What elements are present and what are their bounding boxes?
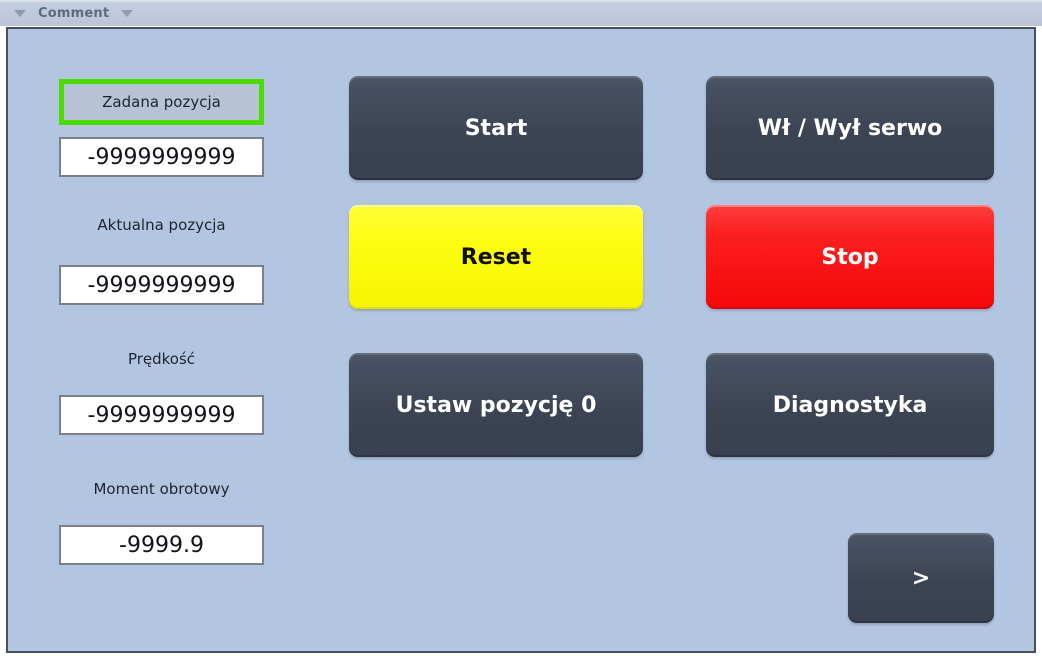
main-panel: Zadana pozycja -9999999999 Aktualna pozy…: [6, 27, 1036, 653]
value-zadana-pozycja[interactable]: -9999999999: [59, 137, 264, 177]
start-button[interactable]: Start: [349, 76, 643, 180]
label-zadana-pozycja[interactable]: Zadana pozycja: [59, 79, 264, 125]
comment-header-title: Comment: [38, 5, 110, 21]
value-predkosc[interactable]: -9999999999: [59, 395, 264, 435]
set-position-zero-button[interactable]: Ustaw pozycję 0: [349, 353, 643, 457]
chevron-down-icon[interactable]: [14, 9, 26, 17]
reset-button[interactable]: Reset: [349, 205, 643, 309]
diagnostics-button[interactable]: Diagnostyka: [706, 353, 994, 457]
label-aktualna-pozycja: Aktualna pozycja: [97, 216, 226, 234]
label-predkosc: Prędkość: [127, 350, 196, 368]
comment-header-bar: Comment: [0, 0, 1042, 26]
label-moment-obrotowy: Moment obrotowy: [93, 480, 230, 498]
stop-button[interactable]: Stop: [706, 205, 994, 309]
value-aktualna-pozycja[interactable]: -9999999999: [59, 265, 264, 305]
value-moment-obrotowy[interactable]: -9999.9: [59, 525, 264, 565]
chevron-down-icon[interactable]: [121, 9, 134, 17]
servo-on-off-button[interactable]: Wł / Wył serwo: [706, 76, 994, 180]
next-page-button[interactable]: >: [848, 533, 994, 623]
